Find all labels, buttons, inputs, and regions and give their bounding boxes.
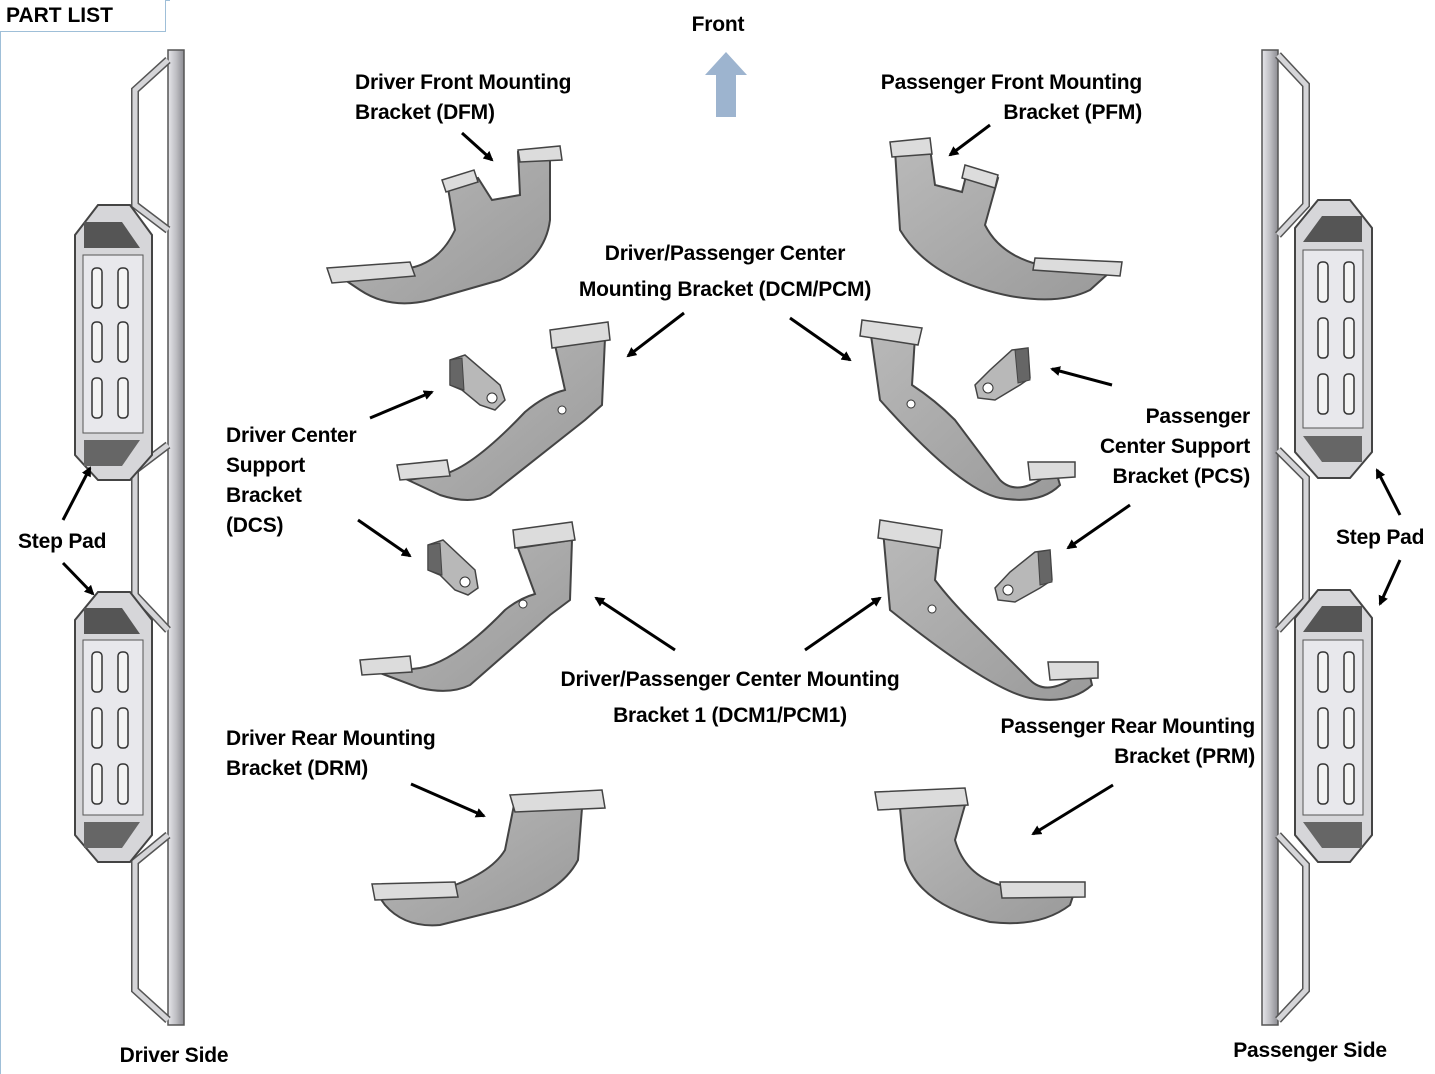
arrow-steppad-left-up bbox=[61, 466, 92, 521]
arrow-dcm-right bbox=[789, 316, 852, 362]
dcs-bracket-upper bbox=[449, 354, 506, 411]
arrow-dcm1-right bbox=[804, 596, 882, 652]
driver-step-pad-lower bbox=[74, 591, 153, 863]
arrow-steppad-right-down bbox=[1378, 559, 1402, 606]
arrow-steppad-left-down bbox=[61, 561, 95, 596]
callout-arrows bbox=[61, 123, 1402, 836]
part-list-title: PART LIST bbox=[0, 0, 166, 32]
frame-border-left bbox=[0, 0, 1, 1074]
pcm-bracket bbox=[859, 319, 1076, 501]
passenger-step-pad-lower bbox=[1294, 589, 1373, 863]
pcm1-bracket bbox=[877, 519, 1099, 701]
passenger-step-pad-upper bbox=[1294, 199, 1373, 479]
dfm-bracket bbox=[325, 145, 563, 305]
arrow-dcm1-left bbox=[594, 596, 676, 652]
arrow-pcs-lower bbox=[1066, 503, 1131, 550]
driver-side-running-board bbox=[74, 49, 185, 1026]
arrow-dcs-upper bbox=[369, 390, 434, 420]
arrow-steppad-right-up bbox=[1375, 468, 1402, 516]
driver-side-label: Driver Side bbox=[119, 1044, 229, 1067]
step-pad-right-label: Step Pad bbox=[1336, 526, 1425, 549]
front-label: Front bbox=[691, 13, 745, 36]
arrow-pfm bbox=[948, 123, 991, 157]
passenger-side-running-board bbox=[1261, 49, 1373, 1026]
drm-bracket bbox=[371, 789, 606, 927]
dcs-bracket-lower bbox=[427, 539, 479, 596]
dcm1-bracket bbox=[359, 521, 576, 692]
pfm-bracket bbox=[889, 137, 1123, 301]
pcs-bracket-lower bbox=[994, 549, 1053, 603]
dcm-bracket bbox=[396, 321, 611, 501]
prm-bracket bbox=[874, 787, 1086, 925]
pcs-bracket-upper bbox=[974, 347, 1031, 401]
arrow-prm bbox=[1031, 783, 1114, 836]
arrow-drm bbox=[410, 782, 486, 818]
arrow-pcs-upper bbox=[1050, 366, 1113, 387]
step-pad-left-label: Step Pad bbox=[18, 530, 107, 553]
arrow-dfm bbox=[460, 131, 494, 162]
arrow-dcm-left bbox=[626, 311, 685, 358]
driver-step-pad-upper bbox=[74, 204, 153, 481]
arrow-dcs-lower bbox=[357, 518, 412, 558]
front-arrow-icon bbox=[705, 52, 747, 117]
passenger-side-label: Passenger Side bbox=[1233, 1039, 1387, 1062]
